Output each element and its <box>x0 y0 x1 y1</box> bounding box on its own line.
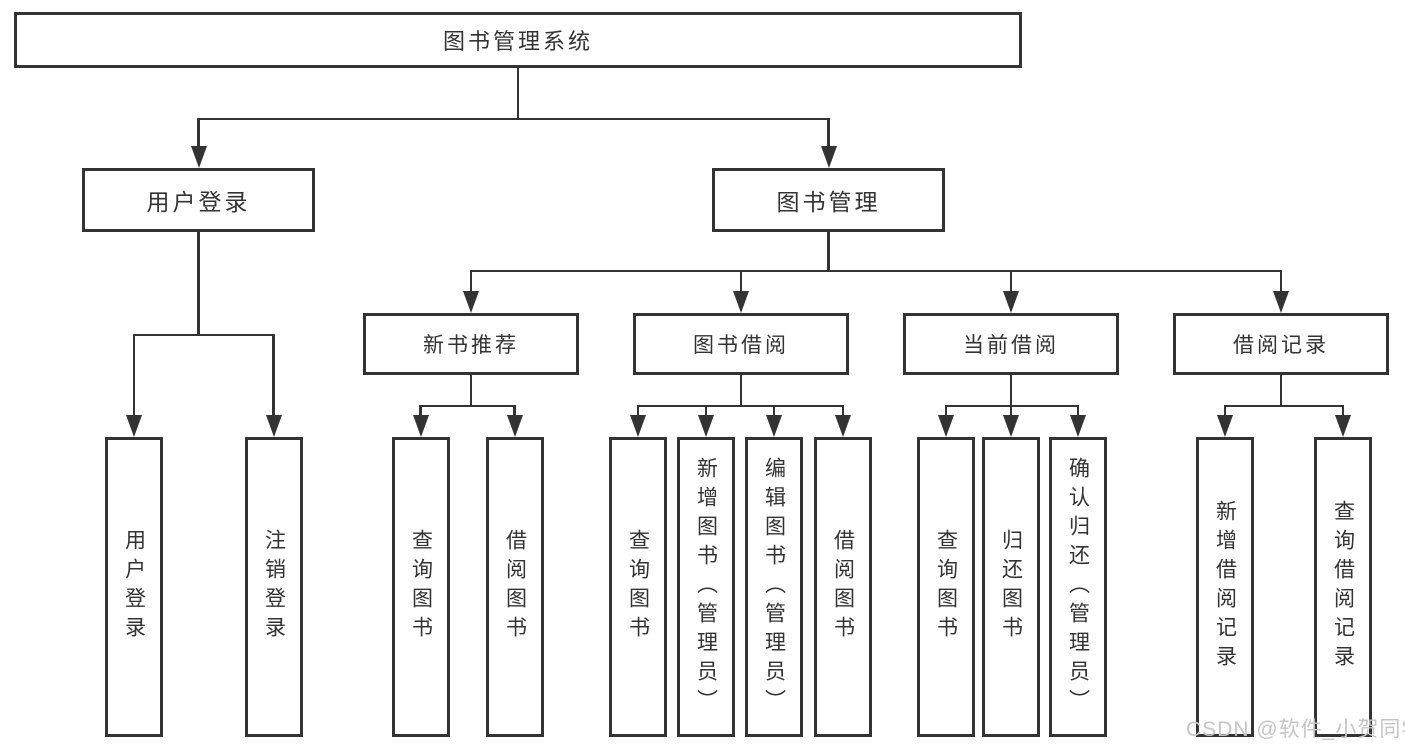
connector-vline <box>1223 407 1227 417</box>
connector-hline <box>419 404 516 407</box>
node-leaf-add-borrow-record: 新增借阅记录 <box>1196 437 1254 737</box>
arrowhead-down-icon <box>190 146 207 168</box>
node-label: 查询图书 <box>409 529 433 645</box>
arrowhead-down-icon <box>412 415 429 437</box>
connector-vline <box>772 407 776 417</box>
connector-vline <box>636 407 640 417</box>
node-leaf-confirm-return-admin: 确认归还（管理员） <box>1049 437 1107 737</box>
node-label: 确认归还（管理员） <box>1066 456 1090 718</box>
node-label: 用户登录 <box>146 189 251 215</box>
node-book-management: 图书管理 <box>712 168 945 232</box>
connector-vline <box>132 336 136 418</box>
connector-vline <box>1279 272 1283 293</box>
connector-vline <box>1009 407 1013 417</box>
node-current-borrow: 当前借阅 <box>903 313 1119 375</box>
node-user-login: 用户登录 <box>82 168 315 232</box>
arrowhead-down-icon <box>1003 415 1019 437</box>
connector-hline <box>636 404 845 407</box>
arrowhead-down-icon <box>938 415 954 437</box>
arrowhead-down-icon <box>835 415 851 437</box>
connector-vline <box>419 407 422 417</box>
node-label: 查询图书 <box>626 529 650 645</box>
node-label: 借阅图书 <box>503 529 527 645</box>
arrowhead-down-icon <box>1217 415 1233 437</box>
node-label: 查询借阅记录 <box>1331 500 1355 674</box>
connector-vline <box>841 407 845 417</box>
connector-vline <box>197 120 200 148</box>
node-new-book-recommend: 新书推荐 <box>363 313 579 375</box>
connector-vline <box>1009 375 1013 407</box>
connector-vline <box>704 407 708 417</box>
arrowhead-down-icon <box>1003 291 1019 313</box>
node-label: 注销登录 <box>262 529 286 645</box>
node-leaf-borrow-books-2: 借阅图书 <box>814 437 872 737</box>
connector-vline <box>516 68 520 120</box>
node-label: 借阅记录 <box>1233 334 1329 357</box>
arrowhead-down-icon <box>820 146 837 168</box>
node-leaf-query-books-1: 查询图书 <box>392 437 450 737</box>
connector-vline <box>1076 407 1080 417</box>
arrowhead-down-icon <box>630 415 646 437</box>
connector-vline <box>944 407 948 417</box>
connector-hline <box>944 404 1080 407</box>
connector-vline <box>469 375 473 407</box>
node-label: 新增图书（管理员） <box>694 456 718 718</box>
node-label: 图书借阅 <box>693 334 789 357</box>
arrowhead-down-icon <box>1335 415 1351 437</box>
node-label: 当前借阅 <box>963 334 1059 357</box>
node-leaf-edit-book-admin: 编辑图书（管理员） <box>745 437 803 737</box>
node-book-borrow: 图书借阅 <box>633 313 849 375</box>
connector-vline <box>739 272 743 293</box>
node-label: 归还图书 <box>999 529 1023 645</box>
connector-vline <box>1341 407 1345 417</box>
connector-vline <box>1279 375 1283 407</box>
arrowhead-down-icon <box>766 415 782 437</box>
node-leaf-user-login: 用户登录 <box>105 437 163 737</box>
node-leaf-query-books-3: 查询图书 <box>917 437 975 737</box>
arrowhead-down-icon <box>1273 291 1289 313</box>
arrowhead-down-icon <box>1070 415 1086 437</box>
node-label: 查询图书 <box>934 529 958 645</box>
watermark: CSDN @软件_小贺同学 <box>1186 718 1405 741</box>
node-label: 图书管理 <box>776 189 881 215</box>
connector-vline <box>272 336 275 418</box>
connector-hline <box>1223 404 1345 407</box>
arrowhead-down-icon <box>506 415 523 437</box>
arrowhead-down-icon <box>463 291 479 313</box>
node-label: 编辑图书（管理员） <box>762 456 786 718</box>
node-borrow-records: 借阅记录 <box>1173 313 1389 375</box>
connector-vline <box>513 407 516 417</box>
connector-vline <box>469 272 473 293</box>
node-root-label: 图书管理系统 <box>442 29 593 54</box>
arrowhead-down-icon <box>698 415 714 437</box>
node-leaf-return-book: 归还图书 <box>982 437 1040 737</box>
connector-vline <box>827 120 830 148</box>
connector-vline <box>1009 272 1013 293</box>
connector-hline <box>197 117 830 121</box>
node-leaf-query-books-2: 查询图书 <box>609 437 667 737</box>
connector-hline <box>132 333 275 336</box>
node-label: 新书推荐 <box>423 334 519 357</box>
arrowhead-down-icon <box>265 415 282 437</box>
connector-vline <box>827 232 830 272</box>
node-leaf-borrow-books-1: 借阅图书 <box>486 437 544 737</box>
node-label: 新增借阅记录 <box>1213 500 1237 674</box>
node-leaf-logout: 注销登录 <box>245 437 303 737</box>
connector-hline <box>469 269 1283 272</box>
connector-vline <box>739 375 743 407</box>
connector-vline <box>197 232 200 336</box>
arrowhead-down-icon <box>126 415 142 437</box>
node-leaf-add-book-admin: 新增图书（管理员） <box>677 437 735 737</box>
node-label: 借阅图书 <box>831 529 855 645</box>
node-leaf-query-borrow-record: 查询借阅记录 <box>1314 437 1372 737</box>
node-label: 用户登录 <box>122 529 146 645</box>
arrowhead-down-icon <box>733 291 749 313</box>
node-root: 图书管理系统 <box>14 12 1022 68</box>
